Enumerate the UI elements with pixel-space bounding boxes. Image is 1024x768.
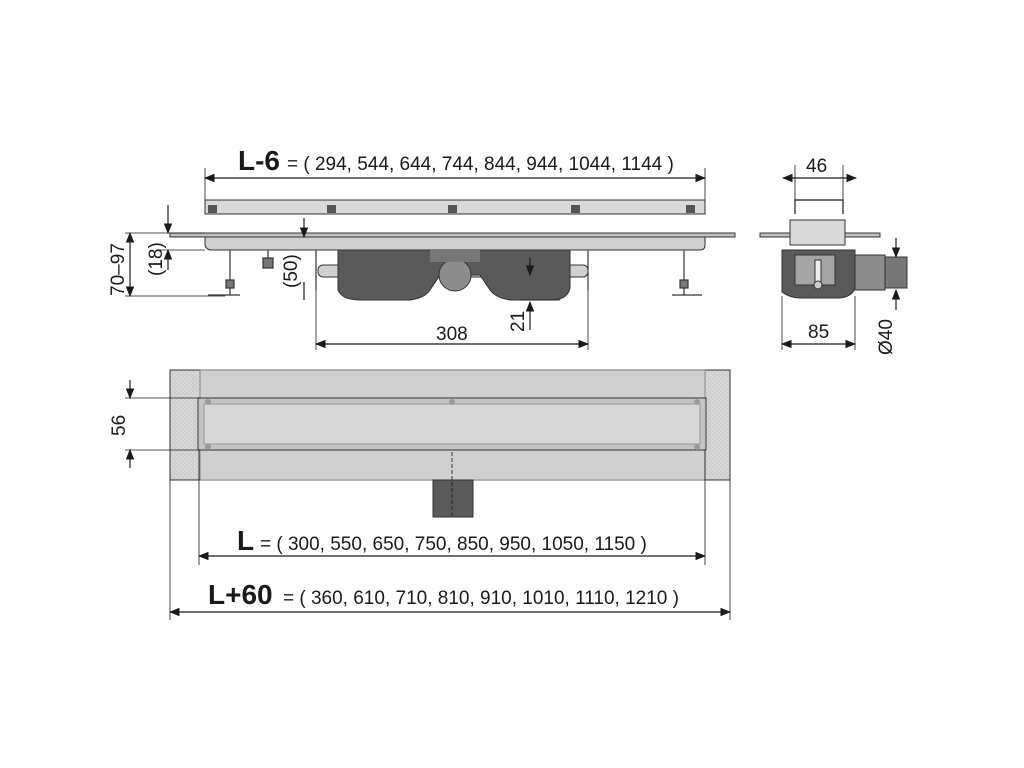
dim-56: 56 — [109, 415, 130, 436]
dim-50: (50) — [281, 254, 302, 288]
values-l: = ( 300, 550, 650, 750, 850, 950, 1050, … — [260, 534, 647, 555]
outlet-pipe — [432, 479, 474, 518]
siphon-body — [317, 249, 589, 301]
values-l-plus-60: = ( 360, 610, 710, 810, 910, 1010, 1110,… — [283, 588, 679, 609]
dim-70-97: 70–97 — [108, 243, 129, 296]
side-view: L-6 = ( 294, 544, 644, 744, 844, 944, 10… — [108, 145, 736, 350]
label-l-plus-60: L+60 — [208, 579, 273, 610]
dim-85: 85 — [808, 322, 829, 343]
dim-308: 308 — [436, 324, 468, 345]
adjustable-feet — [208, 250, 702, 296]
label-l-minus-6: L-6 — [238, 145, 280, 176]
top-view: 56 L = ( 300, 550, 650, 750, 850, 950, 1… — [109, 369, 732, 620]
dim-46: 46 — [806, 156, 827, 177]
values-l-minus-6: = ( 294, 544, 644, 744, 844, 944, 1044, … — [287, 154, 674, 175]
flange-plate — [169, 232, 736, 238]
channel-body — [204, 236, 706, 251]
dim-18: (18) — [146, 242, 167, 276]
dim-d40: Ø40 — [876, 319, 897, 355]
label-l: L — [237, 525, 254, 556]
dim-21: 21 — [508, 311, 529, 332]
grate-clips — [208, 205, 695, 213]
end-view: 46 85 Ø40 — [759, 156, 908, 355]
